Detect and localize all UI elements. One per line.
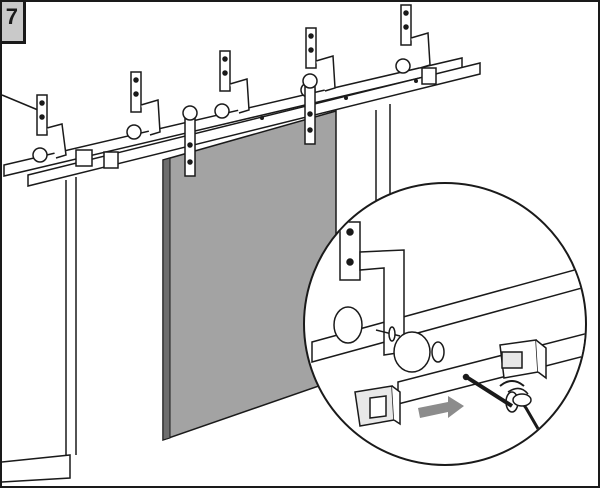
door-hanger-right [302,73,318,145]
step-number-badge: 7 [0,0,26,44]
door-hanger-left [182,105,198,177]
front-rail [27,62,481,187]
wall-bracket-5 [395,4,431,74]
detail-zoom-circle [303,182,587,466]
wall-brackets [32,4,431,163]
wall-frame [1,94,391,483]
rotation-arrow [499,380,525,387]
door-panel-edge [162,157,171,441]
bracket-zoomed [333,221,445,373]
step-number: 7 [5,4,18,29]
wall-bracket-3 [214,50,250,119]
wall-bracket-1 [32,94,67,163]
push-arrow [418,396,464,418]
rail-stoppers [75,67,437,169]
stopper-zoomed [499,339,547,380]
door-hangers [182,73,318,177]
wall-bracket-2 [126,71,161,140]
stopper-piece-zoomed [354,385,401,427]
